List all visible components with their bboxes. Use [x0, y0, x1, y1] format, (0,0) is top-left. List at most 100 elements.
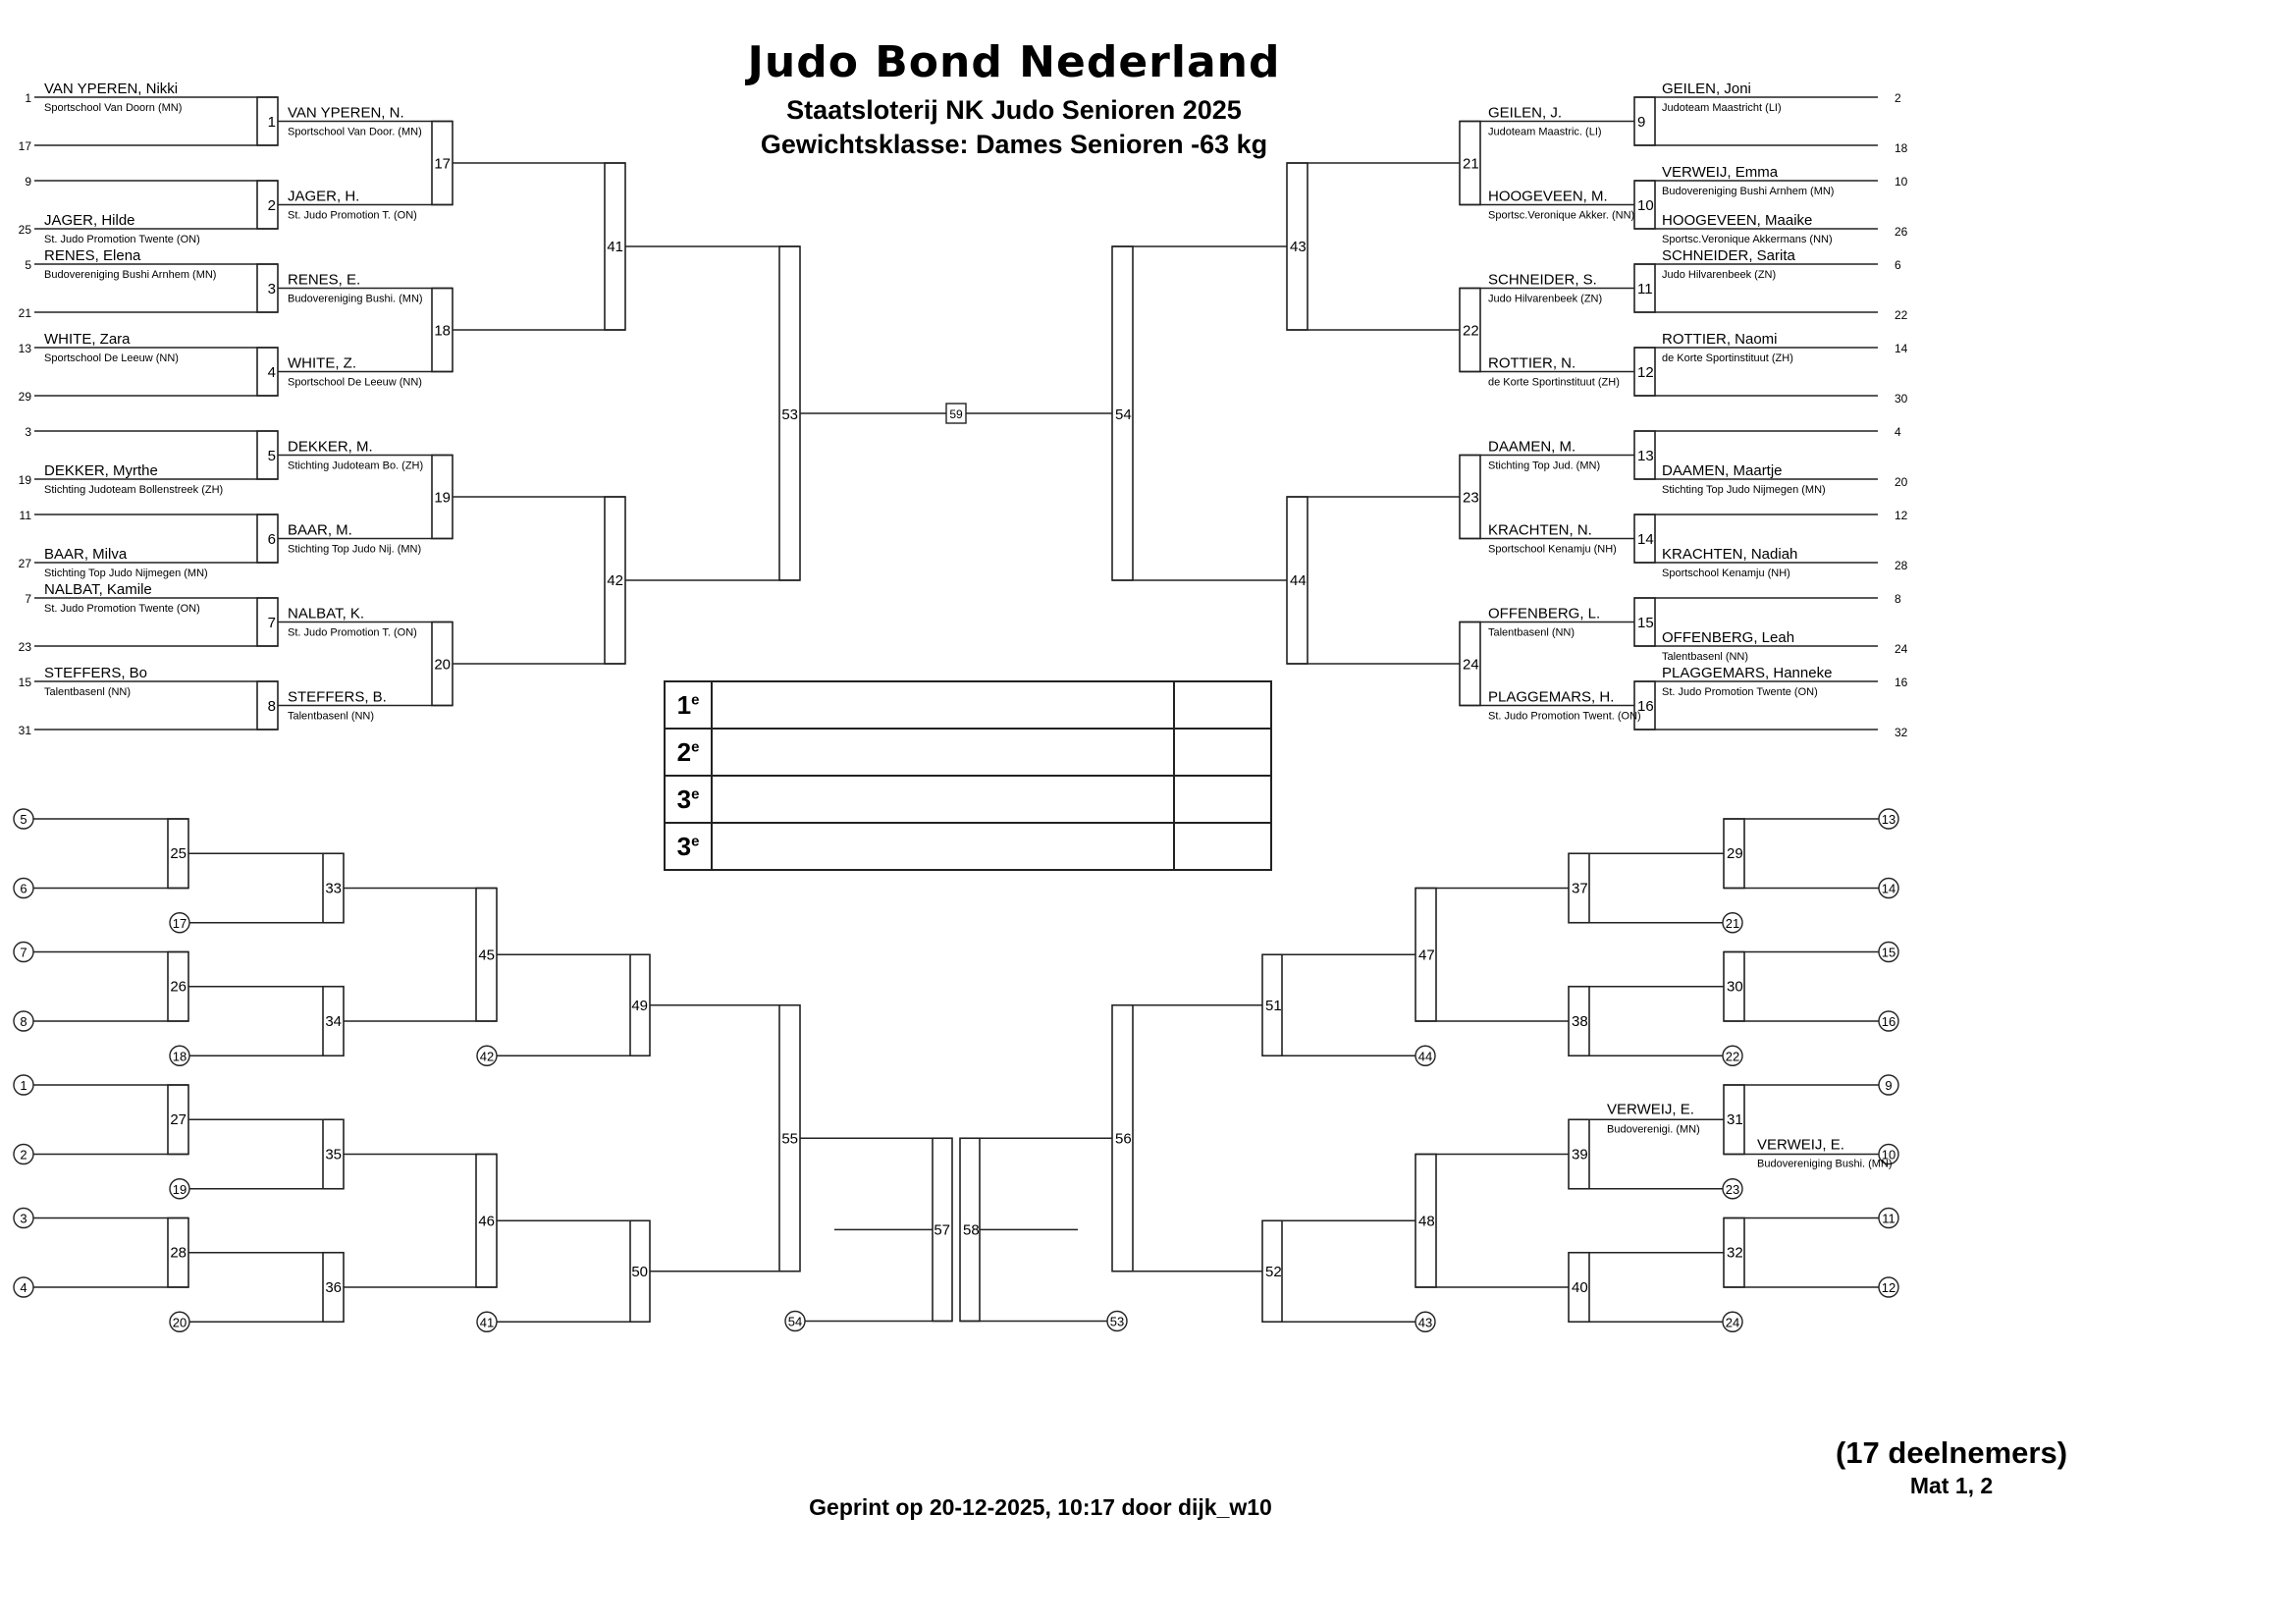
winner-name-cell — [711, 822, 1175, 871]
pool-ref-number: 53 — [1110, 1315, 1124, 1329]
competitor-club: Sportsc.Veronique Akkermans (NN) — [1662, 234, 1833, 245]
seed-number: 9 — [25, 175, 31, 189]
match-number: 57 — [934, 1221, 950, 1238]
competitor-club: Judoteam Maastric. (LI) — [1488, 127, 1602, 138]
winner-name-cell — [711, 680, 1175, 730]
pool-ref-number: 20 — [173, 1315, 187, 1329]
competitor-name: VERWEIJ, E. — [1607, 1101, 1694, 1117]
match-number: 45 — [478, 947, 495, 963]
competitor-name: BAAR, Milva — [44, 546, 128, 563]
competitor-club: Stichting Top Judo Nijmegen (MN) — [44, 568, 208, 579]
final-match-box — [945, 403, 967, 424]
match-number: 15 — [1637, 615, 1654, 631]
competitor-name: VERWEIJ, Emma — [1662, 164, 1779, 181]
pool-ref-number: 9 — [1885, 1078, 1892, 1093]
competitor-name: HOOGEVEEN, Maaike — [1662, 212, 1812, 229]
seed-number: 13 — [19, 342, 32, 355]
pool-ref-number: 1 — [20, 1078, 27, 1093]
match-number: 51 — [1265, 998, 1282, 1014]
seed-number: 27 — [19, 557, 32, 570]
pool-ref-number: 5 — [20, 812, 27, 827]
pool-ref-number: 7 — [20, 946, 27, 960]
competitor-club: Budovereniging Bushi. (MN) — [288, 294, 423, 305]
place-label: 3e — [664, 775, 713, 824]
seed-number: 17 — [19, 139, 32, 153]
place-label: 1e — [664, 680, 713, 730]
seed-number: 30 — [1895, 392, 1908, 406]
score-cell — [1173, 728, 1272, 777]
pool-ref-number: 21 — [1726, 916, 1739, 931]
match-number: 37 — [1572, 880, 1588, 896]
competitor-name: RENES, E. — [288, 272, 360, 289]
match-number: 44 — [1290, 572, 1307, 589]
match-number: 7 — [268, 615, 276, 631]
pool-ref-number: 6 — [20, 882, 27, 896]
competitor-club: Budovereniging Bushi. (MN) — [1757, 1159, 1893, 1170]
competitor-club: Stichting Top Judo Nijmegen (MN) — [1662, 484, 1826, 496]
seed-number: 6 — [1895, 258, 1901, 272]
competitor-name: VERWEIJ, E. — [1757, 1137, 1844, 1154]
match-number: 49 — [631, 998, 648, 1014]
match-number: 34 — [325, 1013, 342, 1030]
match-number: 4 — [268, 364, 276, 381]
match-number: 47 — [1418, 947, 1435, 963]
competitor-name: WHITE, Z. — [288, 355, 356, 372]
pool-ref-number: 42 — [480, 1049, 494, 1063]
competitor-club: Judo Hilvarenbeek (ZN) — [1488, 294, 1602, 305]
match-number: 56 — [1115, 1130, 1132, 1147]
score-cell — [1173, 680, 1272, 730]
competitor-club: Budoverenigi. (MN) — [1607, 1123, 1700, 1135]
seed-number: 23 — [19, 640, 32, 654]
competitor-club: St. Judo Promotion Twente (ON) — [44, 603, 200, 615]
match-number: 31 — [1727, 1111, 1743, 1128]
competitor-club: Judo Hilvarenbeek (ZN) — [1662, 269, 1776, 281]
match-number: 23 — [1463, 490, 1479, 507]
seed-number: 25 — [19, 223, 32, 237]
pool-ref-number: 44 — [1418, 1049, 1432, 1063]
competitor-name: HOOGEVEEN, M. — [1488, 189, 1608, 205]
match-number: 48 — [1418, 1213, 1435, 1229]
competitor-name: ROTTIER, Naomi — [1662, 331, 1778, 348]
competitor-name: NALBAT, Kamile — [44, 581, 152, 598]
match-number: 3 — [268, 281, 276, 298]
match-number: 24 — [1463, 657, 1479, 674]
judo-bond-nederland-logo: Judo Bond Nederland — [747, 37, 1281, 87]
pool-ref-number: 19 — [173, 1182, 187, 1197]
competitor-club: Sportschool Kenamju (NH) — [1488, 544, 1617, 556]
match-number: 38 — [1572, 1013, 1588, 1030]
results-table: 1e 2e 3e 3e — [664, 680, 1272, 871]
match-number: 50 — [631, 1264, 648, 1280]
competitor-name: BAAR, M. — [288, 522, 352, 539]
pool-ref-number: 2 — [20, 1148, 27, 1163]
competitor-club: St. Judo Promotion Twente (ON) — [1662, 686, 1818, 698]
pool-ref-number: 17 — [173, 916, 187, 931]
seed-number: 3 — [25, 425, 31, 439]
seed-number: 28 — [1895, 559, 1908, 572]
match-number: 17 — [434, 156, 451, 173]
pool-ref-number: 11 — [1882, 1212, 1896, 1226]
match-number: 6 — [268, 531, 276, 548]
competitor-club: St. Judo Promotion Twent. (ON) — [1488, 711, 1641, 723]
seed-number: 14 — [1895, 342, 1908, 355]
result-row: 3e — [664, 775, 1272, 824]
seed-number: 7 — [25, 592, 31, 606]
seed-number: 18 — [1895, 141, 1908, 155]
pool-ref-number: 16 — [1882, 1014, 1896, 1029]
pool-ref-number: 13 — [1882, 812, 1896, 827]
place-label: 3e — [664, 822, 713, 871]
seed-number: 15 — [19, 676, 32, 689]
pool-ref-number: 24 — [1726, 1315, 1739, 1329]
match-number: 2 — [268, 197, 276, 214]
competitor-name: OFFENBERG, L. — [1488, 606, 1600, 622]
match-number: 58 — [963, 1221, 980, 1238]
match-number: 35 — [325, 1146, 342, 1163]
seed-number: 4 — [1895, 425, 1901, 439]
competitor-club: Sportschool Van Door. (MN) — [288, 127, 422, 138]
seed-number: 11 — [20, 509, 32, 522]
seed-number: 8 — [1895, 592, 1901, 606]
competitor-name: RENES, Elena — [44, 247, 141, 264]
pool-ref-number: 43 — [1418, 1315, 1432, 1329]
match-number: 25 — [170, 845, 187, 862]
match-number: 28 — [170, 1245, 187, 1262]
competitor-name: SCHNEIDER, S. — [1488, 272, 1597, 289]
